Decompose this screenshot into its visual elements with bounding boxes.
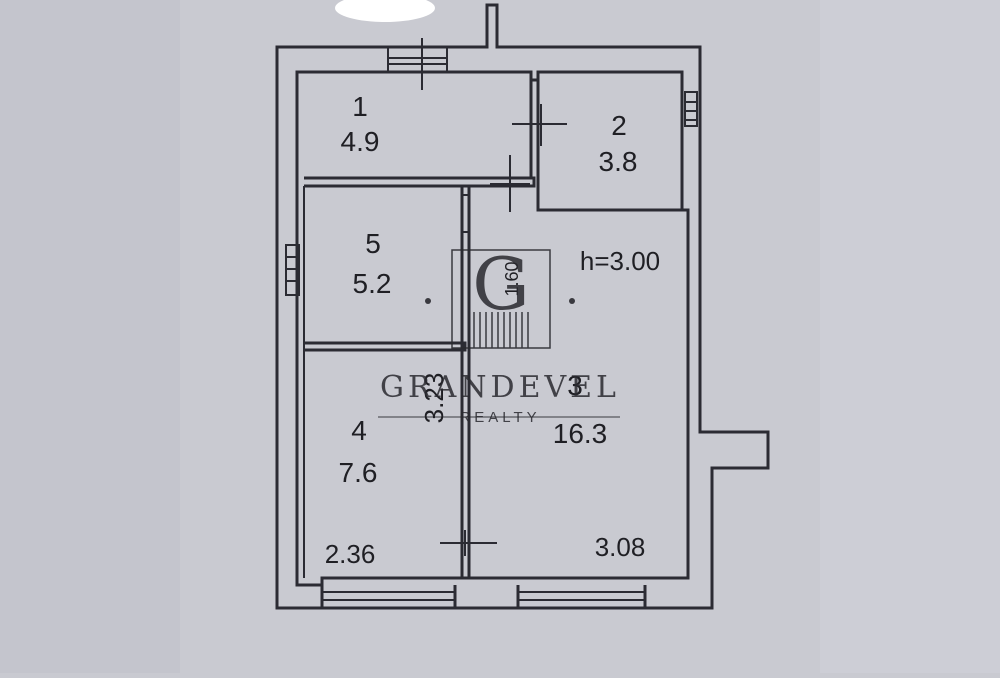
paper-shade-left [0, 0, 180, 673]
logo-dot-right [569, 298, 575, 304]
paper-shade-right [820, 0, 1000, 673]
top-window [387, 47, 448, 72]
door-2-mark [512, 104, 567, 146]
bottom-wall-jambs [320, 585, 647, 608]
paper-glare [335, 0, 435, 22]
room-4-number: 4 [351, 415, 367, 446]
door-4-mark [440, 530, 497, 556]
outer-wall-outline [275, 3, 770, 610]
logo-dot-left [425, 298, 431, 304]
watermark-brand: GRANDEVEL [380, 370, 620, 405]
bottom-windows [322, 591, 645, 601]
wall-central [460, 186, 471, 578]
room-5-number: 5 [365, 228, 381, 259]
vent-right-bars [685, 101, 697, 121]
wall-5-4 [304, 341, 467, 352]
room-4-area: 7.6 [338, 457, 378, 488]
vent-left [285, 244, 300, 296]
vent-right [684, 91, 698, 127]
room-3-area: 16.3 [552, 418, 608, 449]
room-1-area: 4.9 [340, 126, 380, 157]
vent-left-bars [286, 256, 299, 282]
logo-frame [451, 249, 551, 349]
wall-1-5 [304, 176, 536, 188]
room-1-number: 1 [352, 91, 368, 122]
watermark-logo [378, 249, 620, 418]
door-1-mark [490, 155, 530, 212]
room-2-area: 3.8 [598, 146, 638, 177]
dimension-room4-width: 2.36 [324, 539, 376, 569]
room-5-area: 5.2 [352, 268, 392, 299]
door-5 [462, 194, 469, 233]
watermark-subtitle: REALTY [459, 409, 541, 426]
room-3-number: 3 [567, 370, 583, 401]
watermark-logo-letter: G [472, 242, 530, 326]
room-2-number: 2 [611, 110, 627, 141]
vent-right-frame [684, 91, 698, 127]
logo-stripes [473, 312, 529, 348]
dimension-room3-width: 3.08 [594, 532, 646, 562]
ceiling-height: h=3.00 [579, 246, 661, 276]
door-marks [440, 104, 567, 556]
